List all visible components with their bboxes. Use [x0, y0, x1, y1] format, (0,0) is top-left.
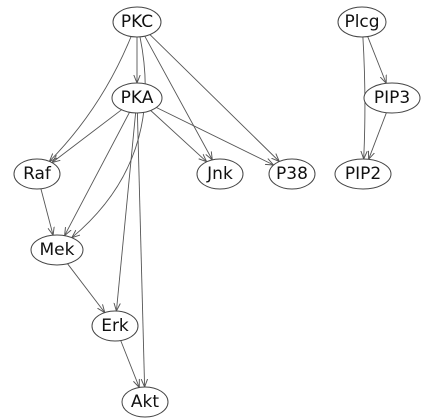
node-label: Raf	[23, 164, 52, 184]
edge-layer	[40, 34, 387, 388]
node-ellipse	[196, 158, 244, 190]
node-ellipse	[363, 82, 421, 114]
edge-pkc-to-raf	[49, 36, 132, 162]
node-label: Akt	[131, 392, 159, 412]
edge-pka-to-akt	[136, 112, 144, 387]
node-pip2: PIP2	[334, 158, 392, 190]
node-label: Erk	[101, 316, 129, 336]
node-label: Mek	[40, 240, 75, 260]
node-raf: Raf	[13, 158, 61, 190]
node-erk: Erk	[91, 310, 139, 342]
edge-pka-to-erk	[116, 112, 137, 311]
node-jnk: Jnk	[196, 158, 244, 190]
node-akt: Akt	[121, 386, 169, 418]
node-pka: PKA	[111, 82, 163, 114]
node-pkc: PKC	[112, 6, 162, 38]
node-label: PKC	[121, 12, 153, 32]
node-ellipse	[337, 6, 387, 38]
node-label: Jnk	[206, 164, 233, 184]
node-pip3: PIP3	[363, 82, 421, 114]
node-p38: P38	[268, 158, 316, 190]
edge-pip3-to-pip2	[369, 112, 387, 160]
edge-pkc-to-jnk	[144, 35, 213, 160]
node-ellipse	[111, 82, 163, 114]
node-label: PIP3	[374, 88, 410, 108]
edge-pkc-to-p38	[149, 34, 279, 162]
node-label: Plcg	[344, 12, 379, 32]
node-label: P38	[276, 164, 308, 184]
node-ellipse	[30, 234, 84, 266]
node-plcg: Plcg	[337, 6, 387, 38]
node-ellipse	[13, 158, 61, 190]
edge-pkc-to-mek	[72, 36, 146, 238]
node-ellipse	[268, 158, 316, 190]
node-label: PKA	[121, 88, 154, 108]
node-ellipse	[112, 6, 162, 38]
node-ellipse	[121, 386, 169, 418]
edge-pka-to-p38	[156, 107, 273, 166]
edge-pka-to-mek	[65, 112, 130, 235]
edge-mek-to-erk	[67, 263, 105, 313]
edge-pka-to-jnk	[150, 110, 207, 162]
edge-pka-to-raf	[52, 109, 122, 163]
node-ellipse	[91, 310, 139, 342]
node-label: PIP2	[345, 164, 381, 184]
node-ellipse	[334, 158, 392, 190]
edge-raf-to-mek	[40, 188, 53, 235]
node-mek: Mek	[30, 234, 84, 266]
edge-plcg-to-pip3	[367, 36, 387, 84]
edge-erk-to-akt	[120, 340, 140, 388]
